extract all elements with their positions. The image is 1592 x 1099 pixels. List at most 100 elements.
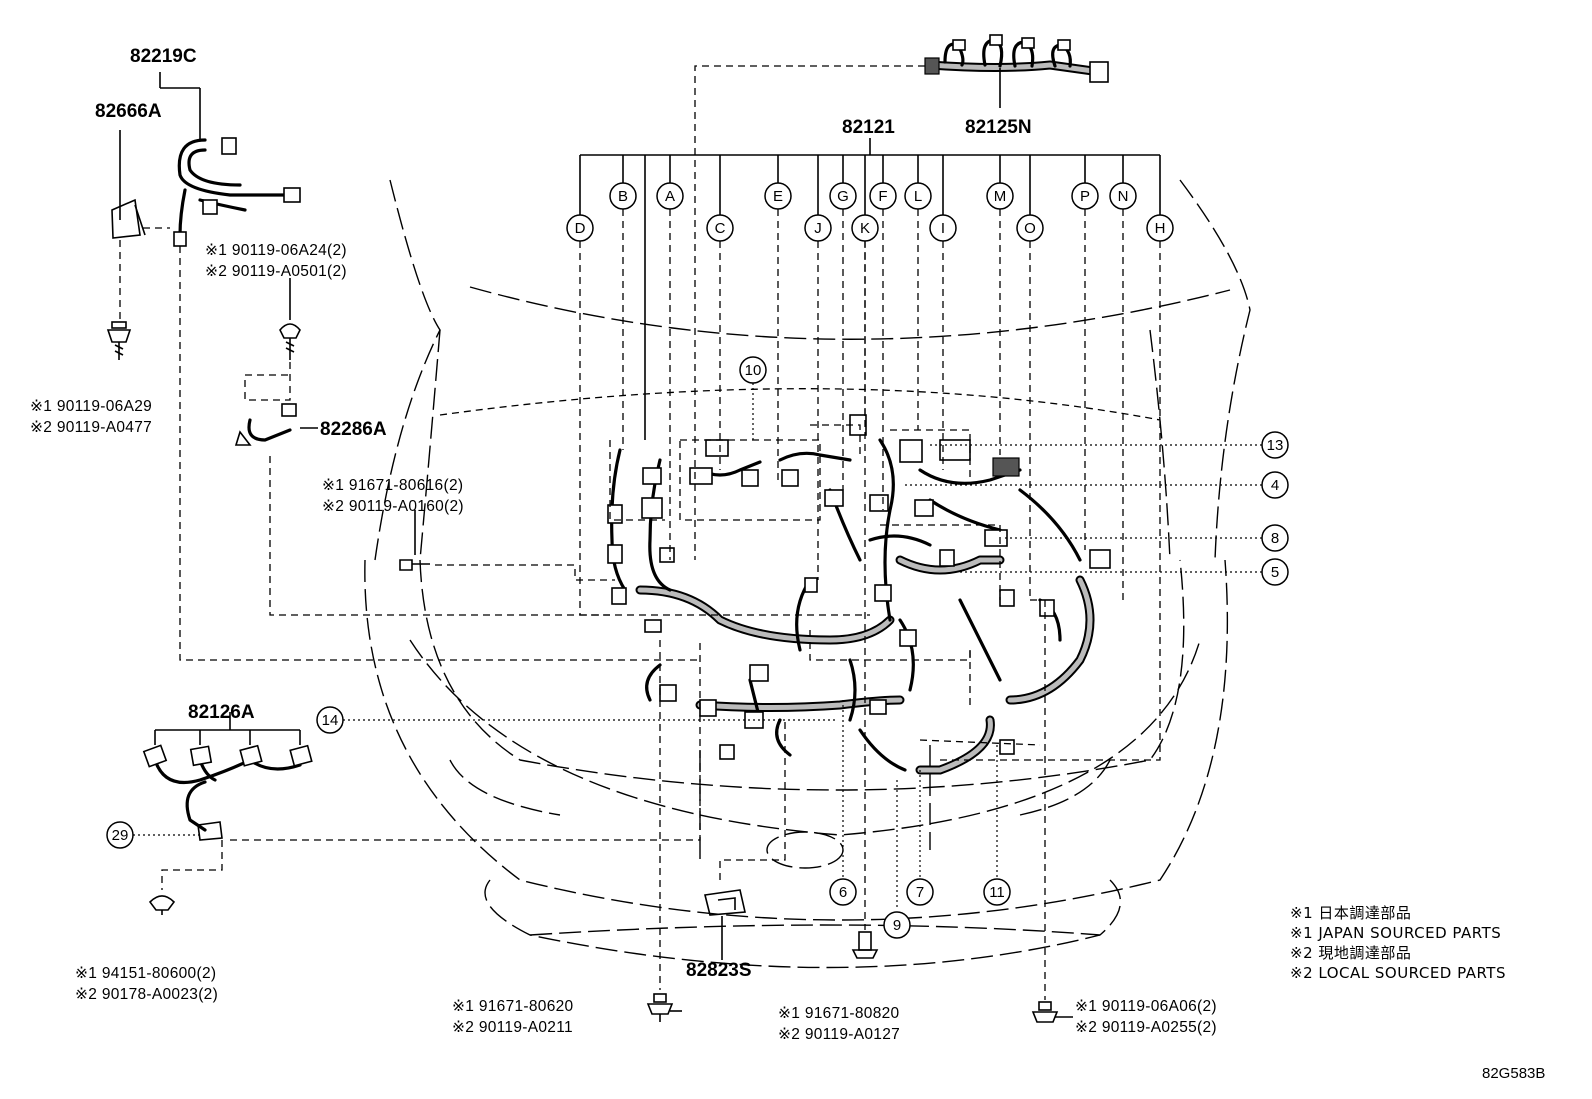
letter-callout-F: F <box>869 182 897 210</box>
part-label-82126A: 82126A <box>188 702 255 723</box>
legend-line-1: ※1 日本調達部品 <box>1290 904 1411 922</box>
svg-text:O: O <box>1024 220 1036 237</box>
svg-text:B: B <box>618 188 628 205</box>
part-labels: 82219C 82666A 82125N 82121 82286A 82126A… <box>95 46 1032 981</box>
note-clip-bl-1: ※1 94151-80600(2) <box>75 965 216 982</box>
bolt-top <box>244 278 301 401</box>
svg-text:E: E <box>773 188 783 205</box>
svg-text:M: M <box>994 188 1007 205</box>
bracket-82286A <box>234 403 870 616</box>
letter-callout-L: L <box>904 182 932 210</box>
fastener-notes: ※1 90119-06A24(2) ※2 90119-A0501(2) ※1 9… <box>30 242 1217 1043</box>
sub-harness-82219C <box>111 72 700 661</box>
part-label-82666A: 82666A <box>95 101 162 122</box>
note-bolt-b3-2: ※2 90119-A0255(2) <box>1075 1019 1217 1036</box>
svg-text:29: 29 <box>112 827 129 844</box>
note-bolt-b2-2: ※2 90119-A0127 <box>778 1026 900 1043</box>
number-callout-29: 29 <box>106 821 134 849</box>
part-label-82286A: 82286A <box>320 419 387 440</box>
number-callout-5: 5 <box>1261 558 1289 586</box>
letter-callout-K: K <box>851 214 879 242</box>
note-bolt-left-1: ※1 90119-06A29 <box>30 398 152 415</box>
bolt-bottom-1 <box>646 640 674 1022</box>
part-label-82219C: 82219C <box>130 46 197 67</box>
letter-callout-I: I <box>929 214 957 242</box>
number-callout-8: 8 <box>1261 524 1289 552</box>
svg-text:6: 6 <box>839 884 847 901</box>
note-clip-mid-2: ※2 90119-A0160(2) <box>322 498 464 515</box>
letter-callout-H: H <box>1146 214 1174 242</box>
note-bolt-b3-1: ※1 90119-06A06(2) <box>1075 998 1217 1015</box>
note-bolt-left-2: ※2 90119-A0477 <box>30 419 152 436</box>
letter-callout-A: A <box>656 182 684 210</box>
bolt-bottom-2 <box>851 240 879 959</box>
svg-text:P: P <box>1080 188 1090 205</box>
number-callout-6: 6 <box>829 878 857 906</box>
svg-text:F: F <box>878 188 887 205</box>
svg-text:A: A <box>665 188 675 205</box>
clip-bottom-left <box>148 895 176 915</box>
clip-mid <box>399 510 615 581</box>
bracket-82823S <box>704 720 786 960</box>
letter-callout-M: M <box>986 182 1014 210</box>
part-label-82121: 82121 <box>842 117 895 138</box>
svg-text:K: K <box>860 220 870 237</box>
svg-text:L: L <box>914 188 922 205</box>
legend-line-4: ※2 LOCAL SOURCED PARTS <box>1290 964 1506 982</box>
svg-text:7: 7 <box>916 884 924 901</box>
part-label-82125N: 82125N <box>965 117 1032 138</box>
note-bolt-top-2: ※2 90119-A0501(2) <box>205 263 347 280</box>
svg-text:11: 11 <box>989 884 1005 901</box>
svg-text:5: 5 <box>1271 564 1279 581</box>
letter-callout-E: E <box>764 182 792 210</box>
letter-callouts: D B A C E J G K F L I M O P N H <box>566 182 1174 242</box>
number-callout-11: 11 <box>983 878 1011 906</box>
number-callout-9: 9 <box>883 911 911 939</box>
svg-text:10: 10 <box>745 362 762 379</box>
bolt-bottom-3 <box>1031 600 1059 1023</box>
note-bolt-b1-2: ※2 90119-A0211 <box>452 1019 573 1036</box>
svg-text:D: D <box>575 220 586 237</box>
engine-room-main-harness <box>607 414 1111 775</box>
svg-text:G: G <box>837 188 849 205</box>
letter-callout-O: O <box>1016 214 1044 242</box>
bolt-left <box>106 321 132 360</box>
note-bolt-top-1: ※1 90119-06A24(2) <box>205 242 347 259</box>
number-callout-10: 10 <box>739 356 767 384</box>
svg-text:H: H <box>1155 220 1166 237</box>
diagram-code: 82G583B <box>1482 1065 1545 1082</box>
svg-text:C: C <box>715 220 726 237</box>
svg-text:N: N <box>1118 188 1129 205</box>
note-clip-bl-2: ※2 90178-A0023(2) <box>75 986 218 1003</box>
note-bolt-b1-1: ※1 91671-80620 <box>452 998 574 1015</box>
callout-leaders <box>133 383 1262 910</box>
coil-harness-82126A <box>142 640 701 890</box>
svg-text:13: 13 <box>1267 437 1284 454</box>
svg-text:8: 8 <box>1271 530 1279 547</box>
letter-callout-G: G <box>829 182 857 210</box>
svg-text:9: 9 <box>893 917 901 934</box>
number-callout-4: 4 <box>1261 471 1289 499</box>
letter-callout-P: P <box>1071 182 1099 210</box>
letter-callout-N: N <box>1109 182 1137 210</box>
letter-callout-C: C <box>706 214 734 242</box>
letter-callout-D: D <box>566 214 594 242</box>
leader-lines <box>579 138 1161 761</box>
letter-callout-J: J <box>804 214 832 242</box>
note-clip-mid-1: ※1 91671-80616(2) <box>322 477 463 494</box>
svg-text:I: I <box>941 220 945 237</box>
number-callout-13: 13 <box>1261 431 1289 459</box>
part-label-82823S: 82823S <box>686 960 752 981</box>
svg-text:4: 4 <box>1271 477 1279 494</box>
number-callouts: 10 13 4 8 5 14 29 6 7 9 11 <box>106 356 1289 939</box>
letter-callout-B: B <box>609 182 637 210</box>
number-callout-14: 14 <box>316 706 344 734</box>
note-bolt-b2-1: ※1 91671-80820 <box>778 1005 900 1022</box>
legend-line-3: ※2 現地調達部品 <box>1290 944 1411 962</box>
sourcing-legend: ※1 日本調達部品 ※1 JAPAN SOURCED PARTS ※2 現地調達… <box>1290 904 1506 982</box>
vehicle-outline <box>364 179 1251 969</box>
injector-harness-82125N <box>694 34 1109 560</box>
number-callout-7: 7 <box>906 878 934 906</box>
legend-line-2: ※1 JAPAN SOURCED PARTS <box>1290 924 1501 942</box>
